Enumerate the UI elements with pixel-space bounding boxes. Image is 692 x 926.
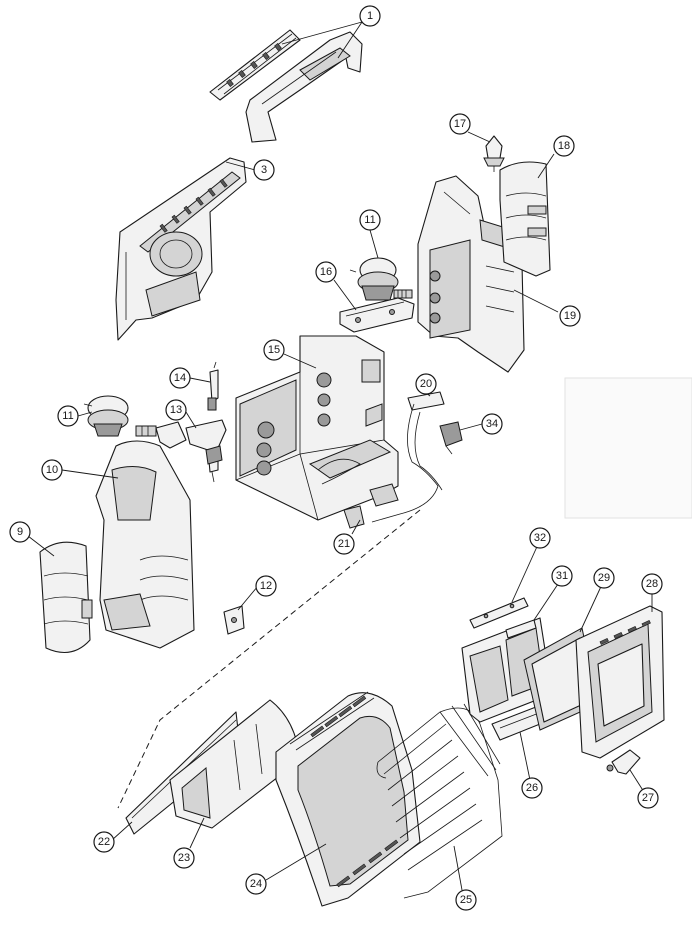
callout-label: 1	[367, 10, 373, 22]
callout-label: 31	[556, 570, 568, 582]
callout-label: 21	[338, 538, 350, 550]
callout-label: 29	[598, 572, 610, 584]
part-valve-assembly	[135, 419, 227, 483]
part-wiring-harness	[343, 391, 463, 529]
assembly-guide-line	[117, 509, 421, 809]
callout-label: 22	[98, 836, 110, 848]
callout-21: 21	[333, 533, 355, 555]
callout-label: 3	[261, 164, 267, 176]
callout-label: 15	[268, 344, 280, 356]
part-control-knob	[483, 135, 505, 172]
part-top-bracket	[469, 597, 529, 629]
part-rear-shroud	[115, 157, 247, 341]
part-front-frame	[575, 605, 665, 759]
part-front-shell	[275, 691, 421, 907]
callout-3: 3	[253, 159, 275, 181]
callout-label: 11	[364, 214, 375, 226]
part-burner-box	[235, 335, 399, 521]
callout-31: 31	[551, 565, 573, 587]
callout-15: 15	[263, 339, 285, 361]
callout-29: 29	[593, 567, 615, 589]
callout-1: 1	[359, 5, 381, 27]
callout-11-lower: 11	[57, 405, 79, 427]
callout-9: 9	[9, 521, 31, 543]
callout-26: 26	[521, 777, 543, 799]
part-inner-shield	[169, 699, 301, 829]
callout-28: 28	[641, 573, 663, 595]
callout-label: 23	[178, 852, 190, 864]
callout-32: 32	[529, 527, 551, 549]
part-regulator-upper	[349, 257, 413, 301]
callout-label: 19	[564, 310, 576, 322]
callout-label: 26	[526, 782, 538, 794]
background-panel	[564, 377, 692, 519]
callout-label: 25	[460, 894, 472, 906]
callout-label: 18	[558, 140, 570, 152]
callout-13: 13	[165, 399, 187, 421]
callout-label: 34	[486, 418, 498, 430]
callout-label: 27	[642, 792, 654, 804]
callout-label: 11	[62, 410, 73, 422]
part-clip	[223, 605, 245, 635]
part-top-handle	[209, 29, 363, 143]
part-right-housing	[417, 175, 525, 373]
callout-18: 18	[553, 135, 575, 157]
callout-20: 20	[415, 373, 437, 395]
callout-17: 17	[449, 113, 471, 135]
part-mounting-bracket	[339, 297, 415, 333]
callout-34: 34	[481, 413, 503, 435]
callout-22: 22	[93, 831, 115, 853]
part-small-bracket	[606, 749, 641, 775]
part-left-cover	[39, 541, 93, 654]
callout-16: 16	[315, 261, 337, 283]
callout-label: 13	[170, 404, 182, 416]
callout-25: 25	[455, 889, 477, 911]
part-left-housing	[95, 440, 195, 649]
callout-24: 24	[245, 873, 267, 895]
callout-label: 16	[320, 266, 332, 278]
callout-label: 10	[46, 464, 58, 476]
callout-11-upper: 11	[359, 209, 381, 231]
part-electrode	[207, 361, 219, 411]
callout-label: 9	[17, 526, 23, 538]
callout-14: 14	[169, 367, 191, 389]
part-right-cover	[499, 161, 551, 277]
part-regulator-lower	[83, 395, 129, 437]
callout-label: 12	[260, 580, 272, 592]
callout-23: 23	[173, 847, 195, 869]
callout-label: 24	[250, 878, 262, 890]
callout-12: 12	[255, 575, 277, 597]
callout-label: 28	[646, 578, 658, 590]
callout-label: 32	[534, 532, 546, 544]
callout-label: 20	[420, 378, 432, 390]
callout-label: 14	[174, 372, 186, 384]
callout-19: 19	[559, 305, 581, 327]
callout-label: 17	[454, 118, 466, 130]
callout-10: 10	[41, 459, 63, 481]
callout-27: 27	[637, 787, 659, 809]
